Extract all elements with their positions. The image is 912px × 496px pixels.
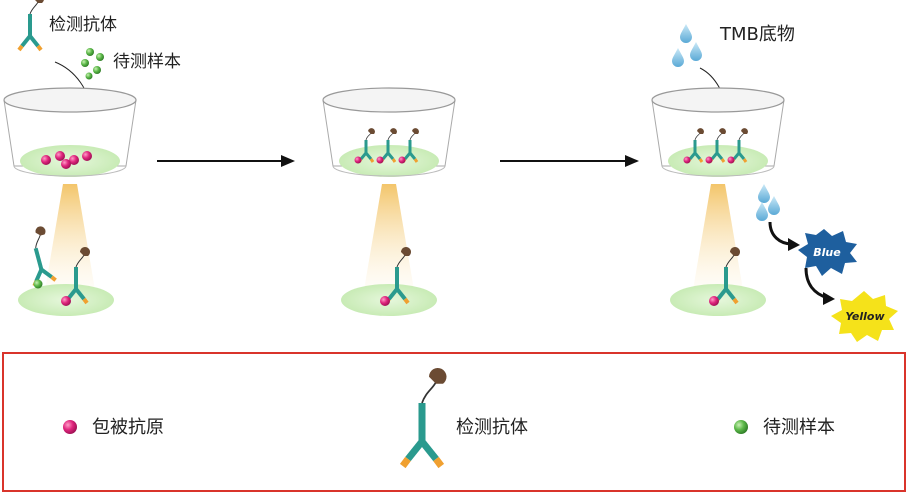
- legend-item-sample: 待测样本: [734, 417, 835, 438]
- sample-label: 待测样本: [113, 52, 181, 72]
- sample-icon: [734, 420, 748, 434]
- legend-label-sample: 待测样本: [763, 417, 835, 438]
- droplet-icon: [756, 184, 780, 221]
- coated-antigen-particles: [41, 151, 92, 169]
- zoom-beam: [693, 184, 743, 290]
- zoom-beam: [45, 184, 95, 290]
- legend-label-coated-antigen: 包被抗原: [92, 417, 164, 438]
- coated-antigen-icon: [63, 420, 77, 434]
- yellow-badge-label: Yellow: [845, 310, 885, 323]
- detection-antibody-icon: [17, 0, 46, 52]
- substrate-label: TMB底物: [719, 24, 795, 45]
- process-arrow-2: [500, 155, 639, 167]
- blue-result-badge: Blue: [798, 229, 857, 276]
- sample-particles-icon: [81, 48, 104, 80]
- legend-label-detection-antibody: 检测抗体: [456, 417, 528, 438]
- legend-item-detection-antibody: 检测抗体: [403, 368, 528, 466]
- droplet-icon: [672, 24, 702, 67]
- yellow-result-badge: Yellow: [831, 291, 898, 342]
- blue-badge-label: Blue: [813, 246, 841, 259]
- detection-antibody-icon: [403, 368, 447, 466]
- step2-group: [322, 87, 456, 316]
- legend-box: [2, 352, 906, 492]
- microplate-well: [322, 87, 456, 178]
- process-arrow-1: [157, 155, 295, 167]
- step1-group: 检测抗体 待测样本: [3, 0, 181, 316]
- step3-group: TMB底物 Blue Yellow: [651, 24, 898, 342]
- legend-item-coated-antigen: 包被抗原: [63, 417, 164, 438]
- zoom-beam: [364, 184, 414, 290]
- detection-antibody-label: 检测抗体: [49, 15, 117, 35]
- microplate-well: [651, 87, 785, 178]
